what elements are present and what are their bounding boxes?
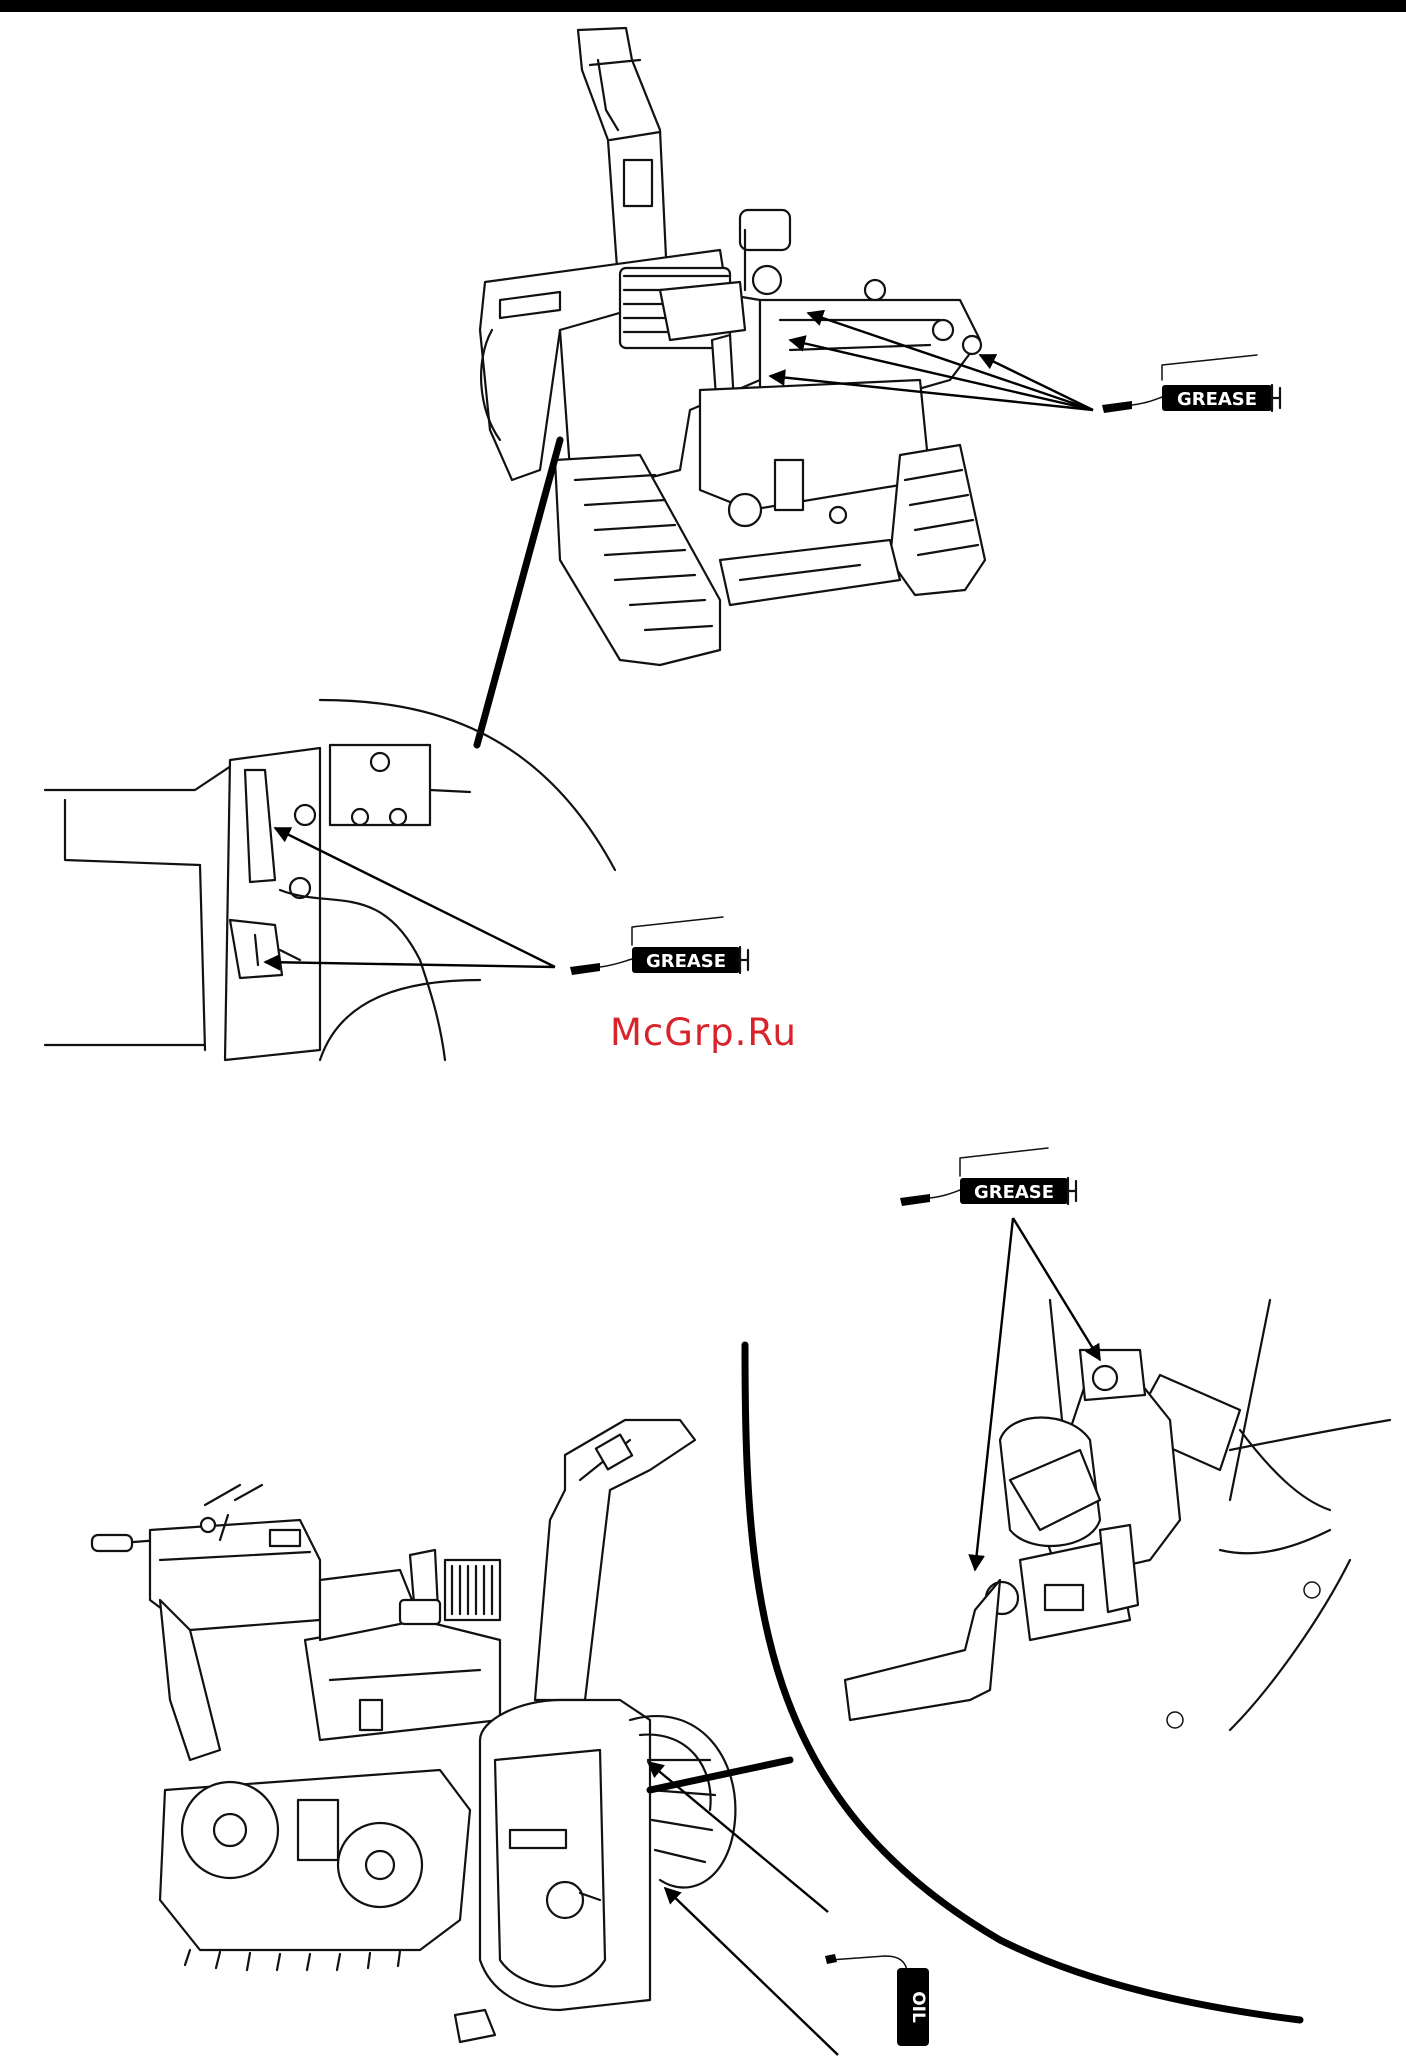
grease-gun-icon: GREASE [1102,355,1280,413]
oil-can-icon: OIL [825,1954,929,2046]
detail-inset-shaft [845,1300,1390,1730]
detail-inset-pivot [45,700,615,1060]
detail-callout-leader-top [477,440,560,745]
grease-label-3: GREASE [974,1182,1054,1203]
detail-callout-leader-bottom [650,1760,790,1790]
oil-arrows [648,1762,838,2055]
grease-label-1: GREASE [1177,389,1257,410]
snowthrower-front-view [92,1420,735,2042]
oil-label: OIL [908,1991,928,2023]
grease-gun-icon: GREASE [900,1148,1076,1206]
grease-gun-icon: GREASE [570,917,748,975]
grease-label-2: GREASE [646,951,726,972]
watermark-text: McGrp.Ru [610,1011,797,1054]
